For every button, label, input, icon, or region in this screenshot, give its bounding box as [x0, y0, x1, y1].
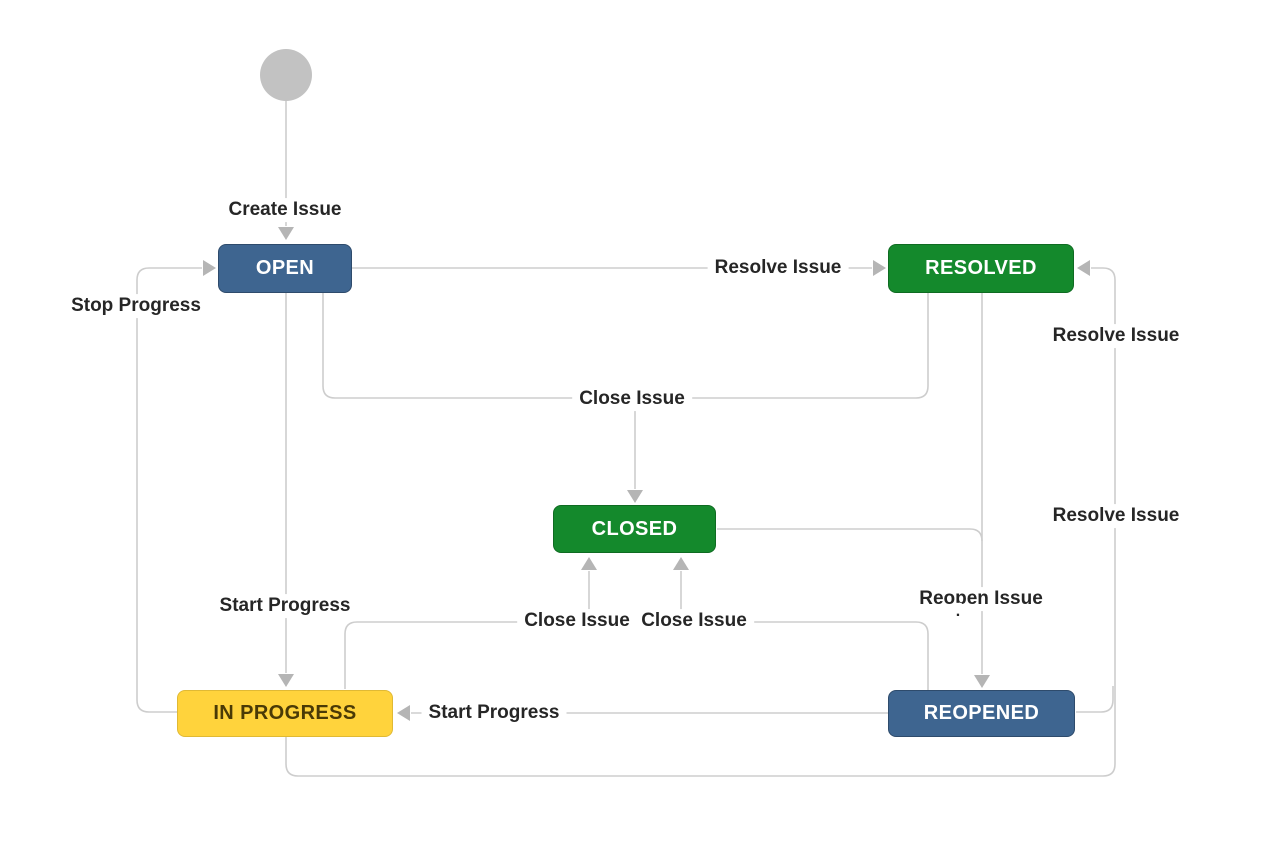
- transition-label-close-issue-center: Close Issue: [572, 387, 692, 411]
- state-node-open-label: OPEN: [255, 257, 315, 279]
- edge-stop-progress: [136, 267, 202, 713]
- transition-label-reopen-issue-stray-dot: .: [953, 602, 963, 622]
- start-state-circle[interactable]: [260, 49, 312, 101]
- arrowhead-into-resolved-right: [1077, 260, 1090, 276]
- state-node-resolved[interactable]: RESOLVED: [888, 244, 1074, 293]
- transition-label-stop-progress: Stop Progress: [64, 294, 208, 318]
- transition-label-start-progress-open: Start Progress: [212, 594, 358, 618]
- state-node-in-progress-label: IN PROGRESS: [213, 702, 357, 724]
- edge-resolve-issue-reopened-connector: [1076, 686, 1114, 713]
- arrowhead-into-closed-top: [627, 490, 643, 503]
- state-node-open[interactable]: OPEN: [218, 244, 352, 293]
- edge-resolve-issue-inprogress: [285, 267, 1116, 777]
- edge-close-issue-reopened: [681, 621, 929, 690]
- edge-close-issue-inprogress: [344, 621, 589, 689]
- edge-close-issue-center: [322, 293, 929, 399]
- arrowhead-into-reopened-top: [974, 675, 990, 688]
- state-node-reopened-label: REOPENED: [923, 702, 1040, 724]
- transition-label-close-issue-inprogress: Close Issue: [517, 609, 637, 633]
- arrowhead-into-inprogress-right: [397, 705, 410, 721]
- arrowhead-into-closed-bottom-left: [581, 557, 597, 570]
- edge-reopen-issue-from-closed: [717, 528, 983, 542]
- transition-label-close-issue-reopened: Close Issue: [634, 609, 754, 633]
- state-node-closed-label: CLOSED: [591, 517, 678, 540]
- state-node-in-progress[interactable]: IN PROGRESS: [177, 690, 393, 737]
- arrowhead-into-inprogress-top: [278, 674, 294, 687]
- transition-label-resolve-issue-open: Resolve Issue: [707, 256, 849, 280]
- arrowhead-into-resolved-left: [873, 260, 886, 276]
- arrowhead-into-open-top: [278, 227, 294, 240]
- state-node-reopened[interactable]: REOPENED: [888, 690, 1075, 737]
- arrowhead-into-open-left: [203, 260, 216, 276]
- transition-label-create-issue: Create Issue: [221, 198, 349, 222]
- transition-label-resolve-issue-lower: Resolve Issue: [1045, 504, 1187, 528]
- arrowhead-into-closed-bottom-right: [673, 557, 689, 570]
- transition-label-reopen-issue: Reopen Issue: [912, 587, 1050, 611]
- transition-label-resolve-issue-upper: Resolve Issue: [1045, 324, 1187, 348]
- state-node-closed[interactable]: CLOSED: [553, 505, 716, 553]
- transition-label-start-progress-reopened: Start Progress: [421, 701, 567, 725]
- state-node-resolved-label: RESOLVED: [925, 257, 1037, 279]
